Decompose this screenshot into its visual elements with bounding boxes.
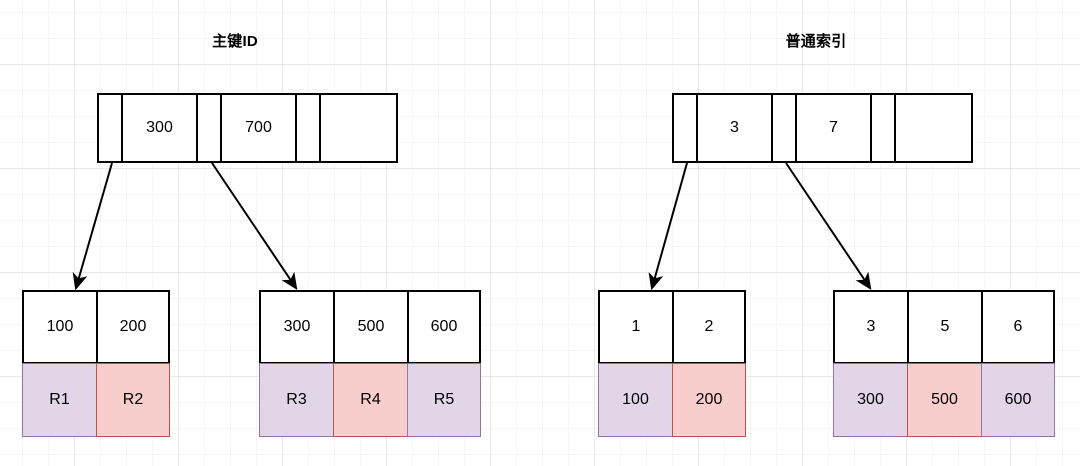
leaf-key-row: 3 5 6: [833, 290, 1055, 364]
root-key-cell-empty[interactable]: [896, 95, 971, 161]
leaf-key-cell[interactable]: 200: [96, 290, 170, 364]
tree-title-clustered: 主键ID: [212, 33, 258, 50]
leaf-value-cell[interactable]: R5: [407, 363, 481, 437]
leaf-node-clustered-right[interactable]: 300 500 600 R3 R4 R5: [259, 290, 481, 437]
leaf-key-row: 1 2: [598, 290, 746, 364]
leaf-key-cell[interactable]: 1: [598, 290, 672, 364]
root-pointer-cell[interactable]: [674, 95, 698, 161]
root-key-cell[interactable]: 3: [698, 95, 773, 161]
root-key-cell-empty[interactable]: [321, 95, 396, 161]
root-key-cell[interactable]: 7: [797, 95, 872, 161]
leaf-key-cell[interactable]: 100: [22, 290, 96, 364]
leaf-value-cell[interactable]: R3: [259, 363, 333, 437]
leaf-key-cell[interactable]: 6: [981, 290, 1055, 364]
root-node-clustered[interactable]: 300 700: [97, 93, 398, 163]
leaf-key-row: 100 200: [22, 290, 170, 364]
pointer-arrow: [648, 162, 688, 291]
leaf-value-row: R3 R4 R5: [259, 363, 481, 437]
root-node-secondary[interactable]: 3 7: [672, 93, 973, 163]
leaf-key-cell[interactable]: 2: [672, 290, 746, 364]
root-pointer-cell[interactable]: [198, 95, 222, 161]
leaf-node-secondary-left[interactable]: 1 2 100 200: [598, 290, 746, 437]
root-pointer-cell[interactable]: [99, 95, 123, 161]
leaf-value-row: 100 200: [598, 363, 746, 437]
leaf-key-cell[interactable]: 500: [333, 290, 407, 364]
leaf-node-secondary-right[interactable]: 3 5 6 300 500 600: [833, 290, 1055, 437]
leaf-value-cell[interactable]: 200: [672, 363, 746, 437]
leaf-value-cell[interactable]: 100: [598, 363, 672, 437]
leaf-value-cell[interactable]: 500: [907, 363, 981, 437]
leaf-value-cell[interactable]: R4: [333, 363, 407, 437]
root-pointer-cell[interactable]: [297, 95, 321, 161]
leaf-key-cell[interactable]: 300: [259, 290, 333, 364]
pointer-arrow: [785, 162, 872, 290]
leaf-value-cell[interactable]: R1: [22, 363, 96, 437]
root-key-cell[interactable]: 300: [123, 95, 198, 161]
root-pointer-cell[interactable]: [773, 95, 797, 161]
leaf-key-cell[interactable]: 3: [833, 290, 907, 364]
leaf-value-row: R1 R2: [22, 363, 170, 437]
pointer-arrow: [72, 162, 113, 291]
leaf-node-clustered-left[interactable]: 100 200 R1 R2: [22, 290, 170, 437]
root-key-cell[interactable]: 700: [222, 95, 297, 161]
root-pointer-cell[interactable]: [872, 95, 896, 161]
tree-title-secondary: 普通索引: [785, 33, 847, 50]
leaf-value-cell[interactable]: R2: [96, 363, 170, 437]
leaf-value-cell[interactable]: 600: [981, 363, 1055, 437]
leaf-key-cell[interactable]: 600: [407, 290, 481, 364]
leaf-key-cell[interactable]: 5: [907, 290, 981, 364]
leaf-value-cell[interactable]: 300: [833, 363, 907, 437]
leaf-key-row: 300 500 600: [259, 290, 481, 364]
pointer-arrow: [211, 162, 298, 290]
leaf-value-row: 300 500 600: [833, 363, 1055, 437]
